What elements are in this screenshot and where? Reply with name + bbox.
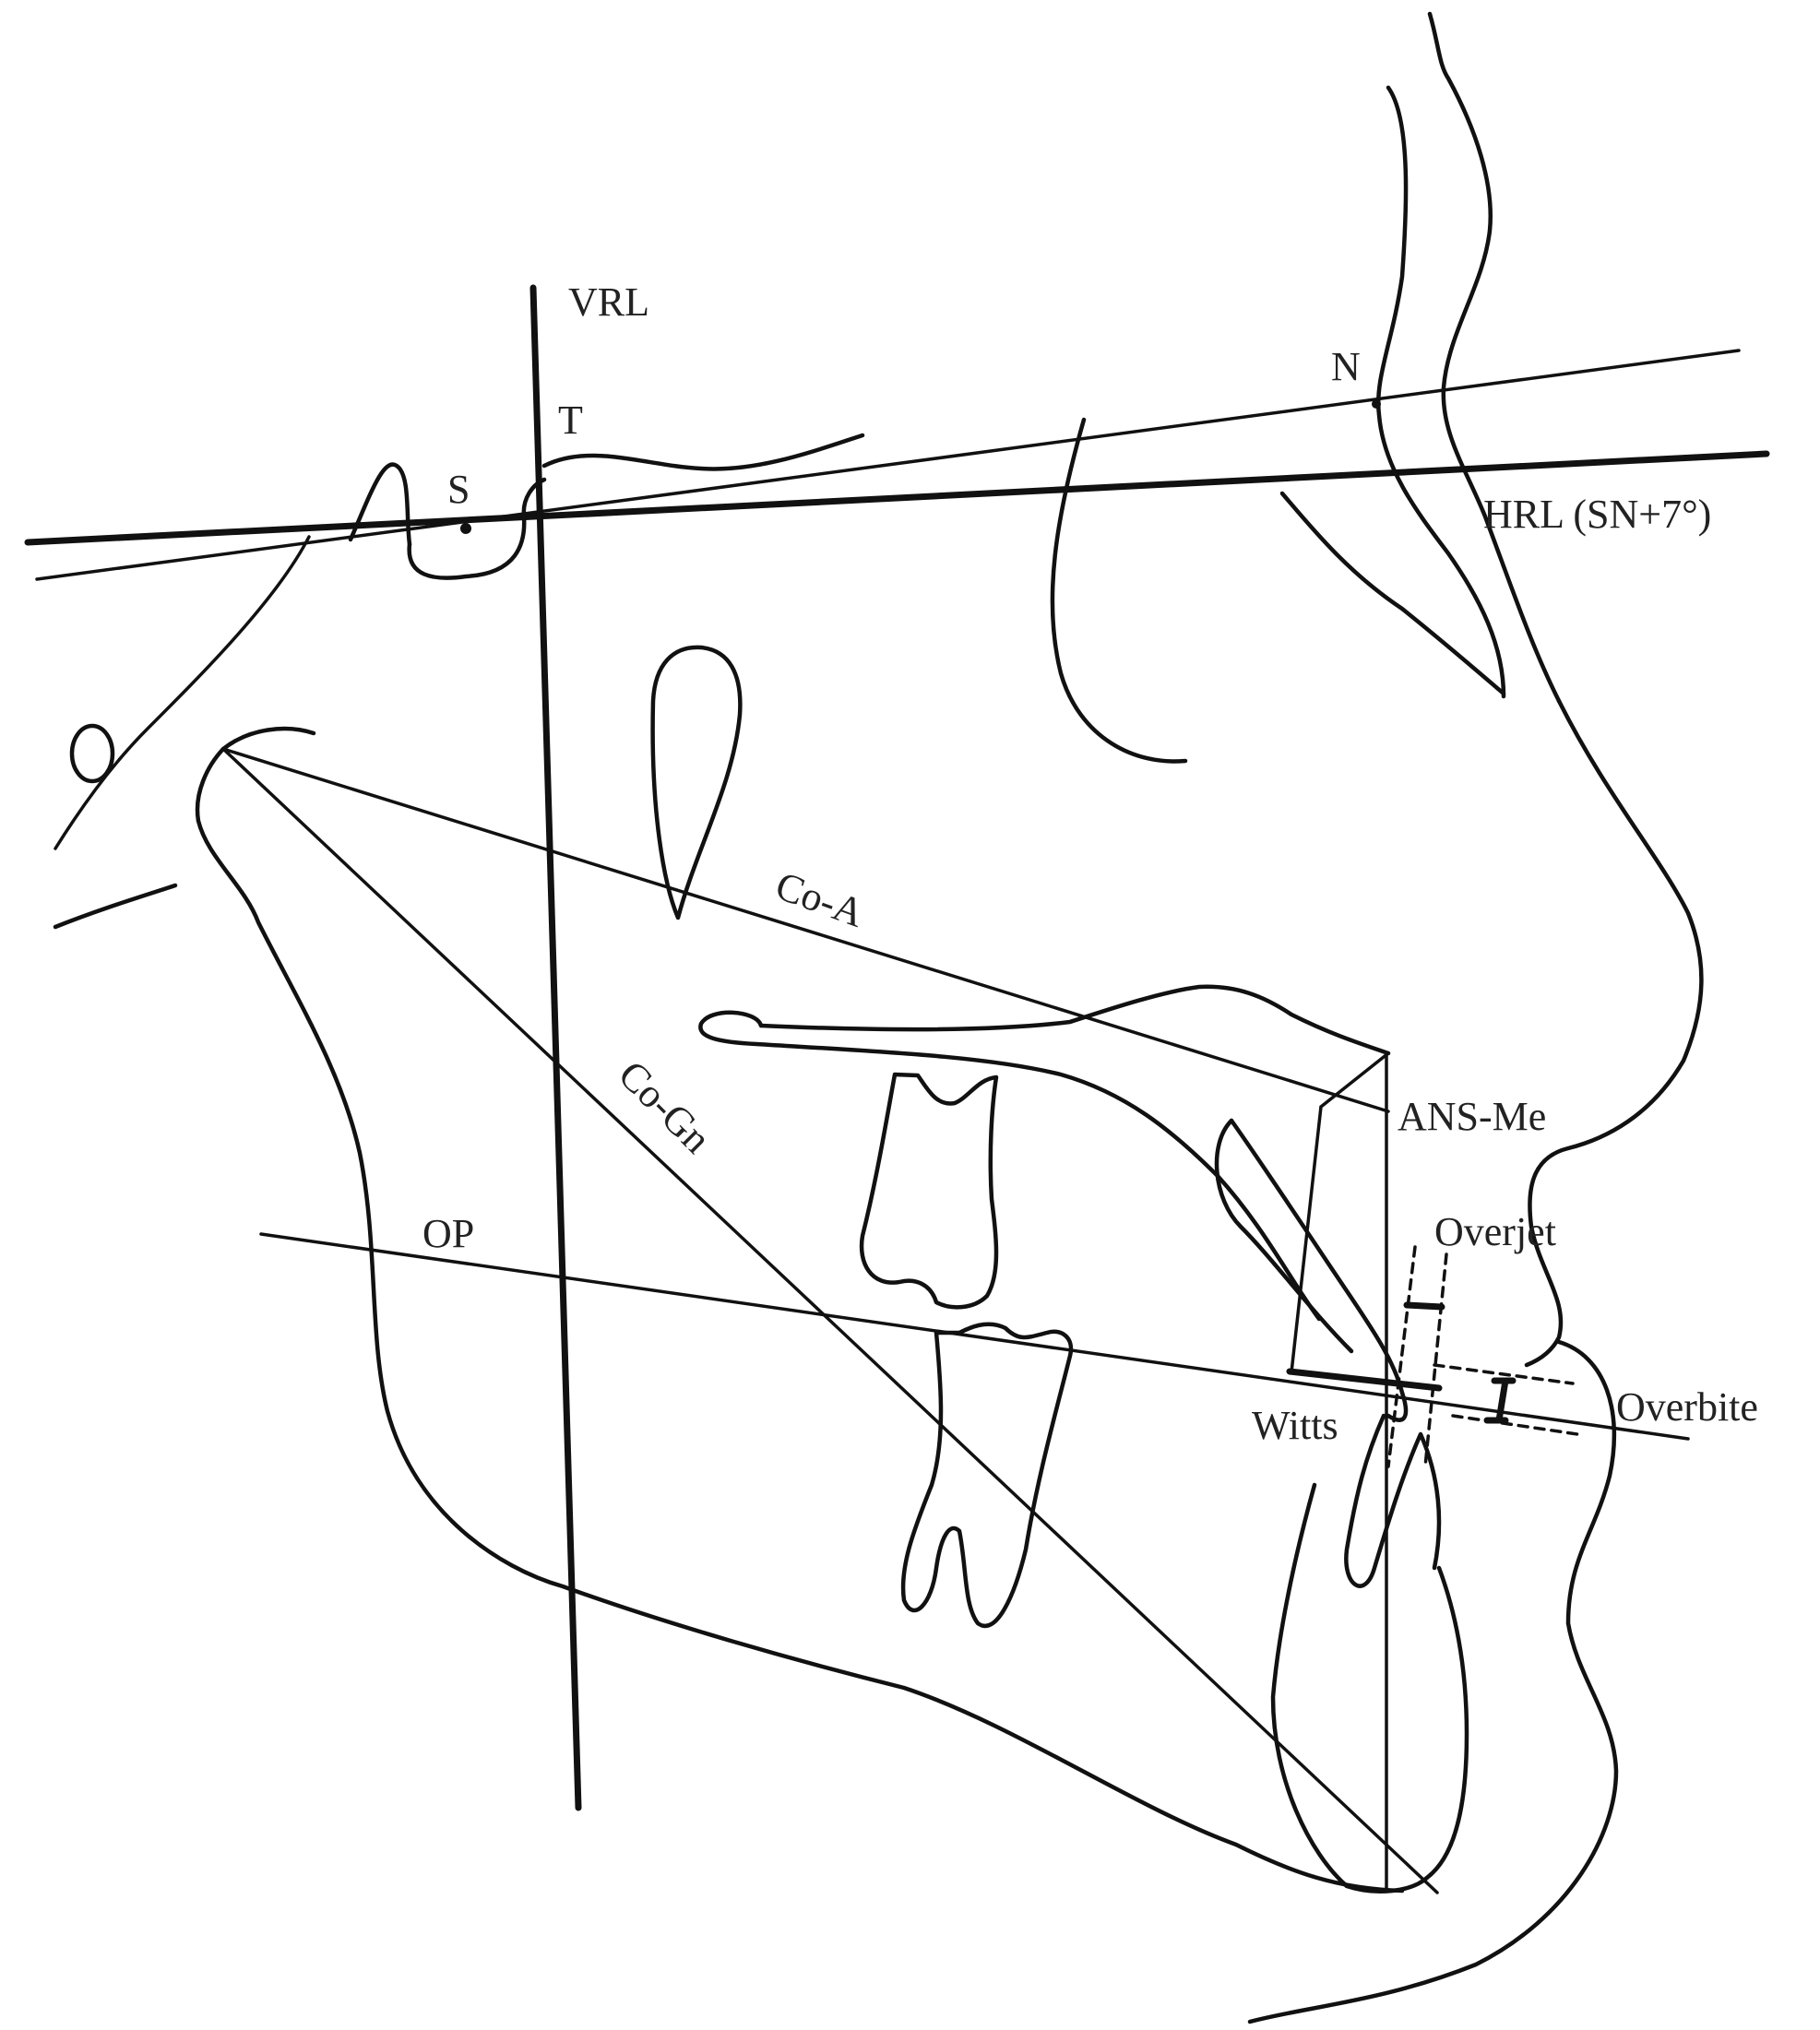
upper-molar [859, 1072, 999, 1310]
maxilla-top [758, 984, 1391, 1056]
palate-contour [698, 1010, 1322, 1322]
label-op: OP [422, 1211, 474, 1256]
label-co-gn: Co-Gn [610, 1051, 720, 1161]
mandible-ramus [195, 746, 1405, 1893]
sn-line [35, 349, 1741, 581]
lower-incisor [1344, 1413, 1442, 1588]
overjet-bar [1403, 1301, 1445, 1311]
orbit-contour [1050, 417, 1188, 764]
label-t: T [558, 398, 583, 443]
a-point-connector [1290, 1051, 1390, 1374]
nasion-point [1372, 399, 1381, 409]
sella-point [460, 523, 471, 534]
label-overjet: Overjet [1434, 1209, 1556, 1254]
overbite-guide-2 [1451, 1414, 1579, 1436]
label-hrl: HRL (SN+7°) [1483, 492, 1711, 537]
co-gn-line [221, 747, 1439, 1894]
porion-ring [69, 723, 115, 784]
clinoid-contour [348, 462, 412, 547]
upper-incisor [1229, 1118, 1409, 1422]
sella-turcica [407, 477, 547, 580]
nasal-bone-contour [1279, 491, 1506, 696]
upper-incisor-root [1214, 1118, 1354, 1354]
lower-molar [900, 1322, 1074, 1629]
overjet-guide-2 [1423, 1252, 1448, 1468]
clivus-line [54, 535, 311, 850]
label-n: N [1331, 344, 1361, 389]
witts-segment [1286, 1368, 1443, 1392]
frontal-bone [1376, 85, 1506, 699]
label-ans-me: ANS-Me [1398, 1094, 1546, 1139]
vrl-line [529, 284, 582, 1811]
planum-contour [541, 433, 865, 471]
ear-base [53, 883, 178, 930]
co-a-line [221, 747, 1390, 1113]
overbite-bar [1483, 1377, 1517, 1424]
hrl-line [24, 450, 1770, 546]
soft-tissue-forehead [1427, 11, 1562, 704]
overbite-guide-1 [1433, 1363, 1575, 1385]
ptm-fissure [650, 645, 743, 920]
soft-tissue-profile [1247, 698, 1704, 2024]
label-witts: Witts [1252, 1403, 1338, 1448]
coronoid-notch [220, 726, 316, 752]
label-s: S [447, 467, 470, 512]
symphysis [1270, 1482, 1469, 1893]
overjet-guide-1 [1386, 1245, 1417, 1468]
label-overbite: Overbite [1616, 1384, 1758, 1430]
occlusal-plane-line [259, 1232, 1690, 1441]
label-vrl: VRL [568, 279, 649, 325]
